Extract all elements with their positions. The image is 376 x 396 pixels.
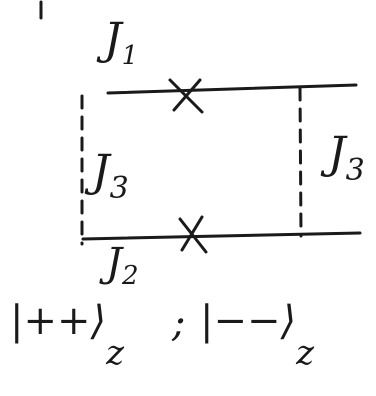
label-top-coupling: J1 [96,14,138,71]
right-dashed-rung [298,86,303,238]
state-separator: ; [171,300,185,346]
top-cross-mark [168,78,204,114]
state-ket-minus-minus: |−−⟩z [200,298,315,373]
bottom-line [81,231,362,241]
state-ket-plus-plus: |++⟩z [10,298,125,373]
top-line [106,83,358,95]
label-right-coupling: J3 [320,128,365,188]
bottom-cross-mark [178,215,208,254]
label-bottom-coupling: J2 [99,240,139,291]
label-left-coupling: J3 [84,146,129,206]
